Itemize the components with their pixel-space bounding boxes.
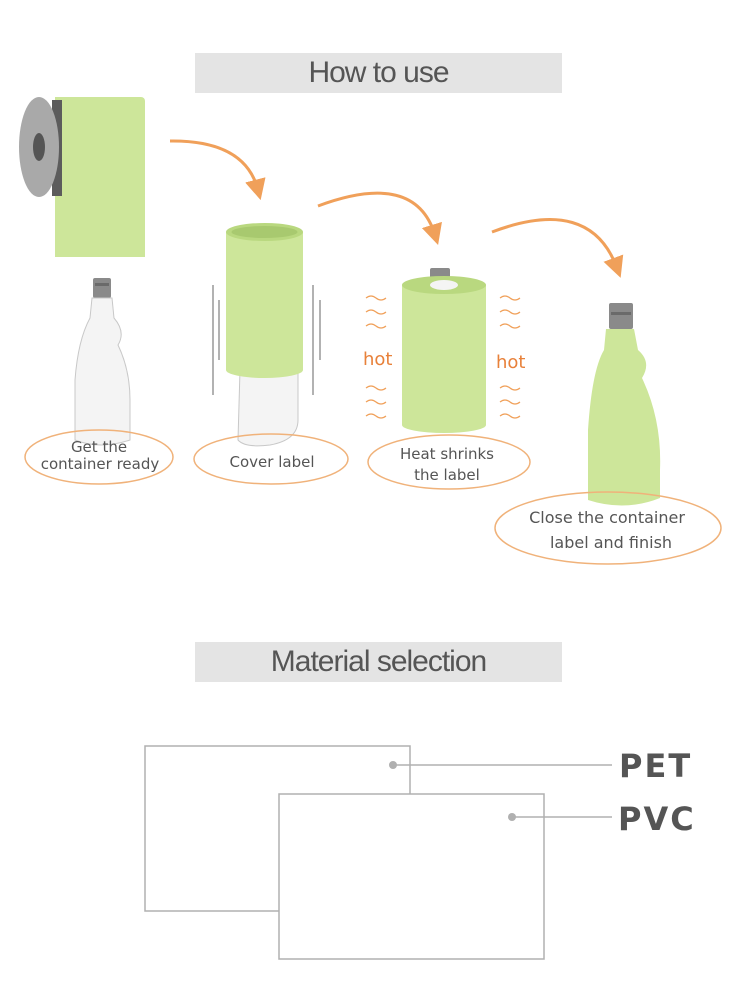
label-roll-icon bbox=[19, 97, 145, 257]
step-2-label-line1: Cover label bbox=[230, 453, 315, 471]
how-to-use-heading: How to use bbox=[195, 53, 562, 93]
step-3-label-line1: Heat shrinks bbox=[400, 445, 494, 463]
step-oval bbox=[367, 434, 531, 490]
step-oval bbox=[24, 429, 174, 485]
arrow-icon bbox=[491, 218, 624, 278]
step-oval bbox=[193, 433, 349, 485]
material-pvc-label: PVC bbox=[618, 800, 696, 838]
step-1-label-line2: container ready bbox=[41, 455, 160, 473]
material-selection-heading: Material selection bbox=[195, 642, 562, 682]
heat-shrink-icon bbox=[402, 268, 486, 433]
material-pet-label: PET bbox=[619, 747, 692, 785]
step-3-label-line2: the label bbox=[414, 466, 480, 484]
heat-waves-left-icon bbox=[365, 295, 387, 419]
step-oval bbox=[494, 491, 722, 565]
hot-label-left: hot bbox=[363, 349, 392, 370]
step-1-label-line1: Get the bbox=[71, 438, 127, 456]
step-4-label-line1: Close the container bbox=[529, 508, 685, 527]
cover-label-icon bbox=[212, 223, 321, 447]
empty-bottle-icon bbox=[74, 278, 131, 446]
pvc-sheet bbox=[278, 793, 545, 960]
heat-waves-right-icon bbox=[499, 295, 521, 419]
hot-label-right: hot bbox=[496, 352, 525, 373]
step-4-label-line2: label and finish bbox=[550, 533, 672, 552]
arrow-icon bbox=[169, 139, 266, 201]
arrow-icon bbox=[317, 191, 442, 246]
finished-bottle-icon bbox=[588, 303, 661, 506]
